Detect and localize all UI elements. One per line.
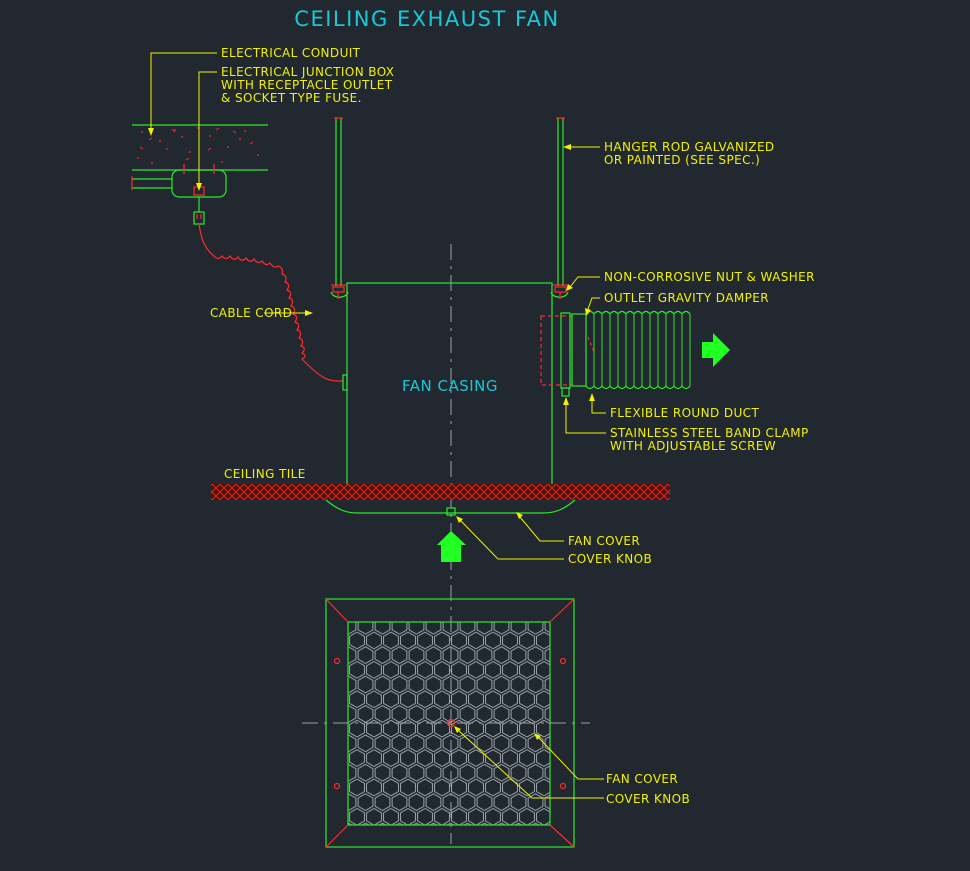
label-flexible-duct: FLEXIBLE ROUND DUCT (610, 406, 759, 420)
electrical-conduit (131, 176, 172, 190)
label-nut-washer: NON-CORROSIVE NUT & WASHER (604, 270, 815, 284)
label-cover-knob-plan: COVER KNOB (606, 792, 690, 806)
fan-cover-side (325, 499, 576, 516)
fan-casing-label: FAN CASING (402, 377, 498, 395)
cover-knob-plan (446, 718, 456, 728)
outlet-gravity-damper (540, 312, 573, 397)
label-junction-box-line3: & SOCKET TYPE FUSE. (221, 91, 362, 105)
label-junction-box-line1: ELECTRICAL JUNCTION BOX (221, 65, 394, 79)
ceiling-tile (211, 484, 670, 500)
label-cover-knob-side: COVER KNOB (568, 552, 652, 566)
label-ceiling-tile: CEILING TILE (224, 467, 306, 481)
label-cable-cord: CABLE CORD (210, 306, 292, 320)
nut-washer-left (330, 284, 349, 299)
flexible-round-duct (571, 310, 691, 390)
label-junction-box-line2: WITH RECEPTACLE OUTLET (221, 78, 393, 92)
label-band-clamp-line1: STAINLESS STEEL BAND CLAMP (610, 426, 809, 440)
leader-lines (148, 52, 606, 799)
exhaust-arrow-icon (702, 333, 730, 367)
label-hanger-rod-line2: OR PAINTED (SEE SPEC.) (604, 153, 760, 167)
hanger-rod-left (334, 117, 343, 286)
label-fan-cover-plan: FAN COVER (606, 772, 678, 786)
cable-cord (198, 223, 344, 382)
label-electrical-conduit: ELECTRICAL CONDUIT (221, 46, 361, 60)
label-gravity-damper: OUTLET GRAVITY DAMPER (604, 291, 769, 305)
hanger-rod-right (556, 117, 565, 286)
drawing-title: CEILING EXHAUST FAN (294, 7, 559, 31)
label-fan-cover-side: FAN COVER (568, 534, 640, 548)
intake-arrow-icon (437, 531, 466, 562)
nut-washer-right (550, 284, 569, 299)
label-band-clamp-line2: WITH ADJUSTABLE SCREW (610, 439, 776, 453)
label-hanger-rod-line1: HANGER ROD GALVANIZED (604, 140, 775, 154)
